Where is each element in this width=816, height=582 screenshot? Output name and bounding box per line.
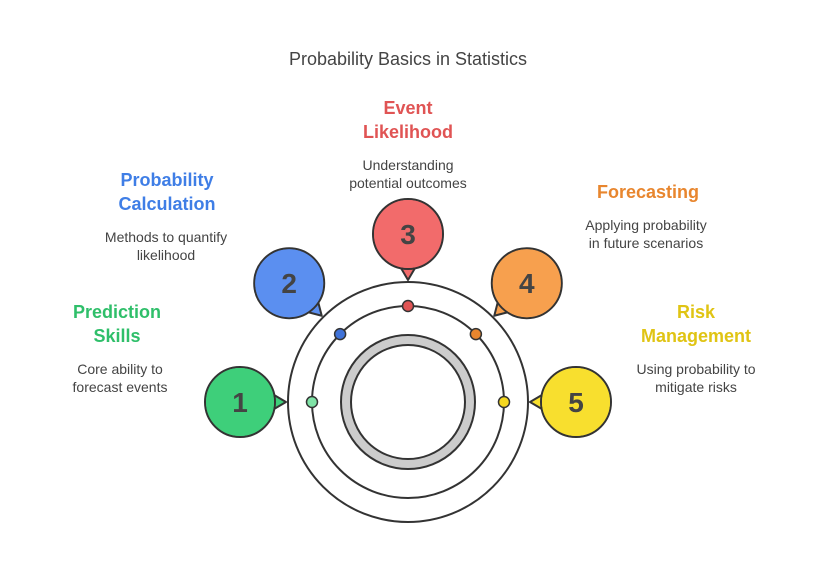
step-3-heading-line: Event [383,98,433,118]
step-5-circle-fill [542,368,610,436]
inner-core [350,344,466,460]
step-3-circle-fill [374,200,442,268]
step-4-description: Applying probability in future scenarios [566,216,726,252]
step-3-bubble: 3 [372,198,444,281]
step-3-desc-line: potential outcomes [349,175,467,191]
step-5-desc-line: mitigate risks [655,379,737,395]
step-2-heading-line: Calculation [118,194,216,214]
step-2-number: 2 [281,268,297,299]
step-5-heading-line: Risk [676,302,716,322]
step-2-desc-line: likelihood [136,247,196,263]
step-5-description: Using probability to mitigate risks [614,360,778,396]
step-1-bubble: 1 [204,366,287,438]
step-1-desc-line: forecast events [72,379,168,395]
step-5-bubble: 5 [529,366,612,438]
step-4-number: 4 [519,268,535,299]
step-1-heading-line: Prediction [72,302,161,322]
step-5-desc-line: Using probability to [636,361,756,377]
step-4-desc-line: Applying probability [585,217,707,233]
step-1-ring-dot [305,395,319,409]
step-3-description: Understanding potential outcomes [328,156,488,192]
step-2-heading: Probability Calculation [97,168,237,216]
step-3-heading-line: Likelihood [363,122,453,142]
step-3-heading: Event Likelihood [338,96,478,144]
step-3-ring-dot [401,299,415,313]
step-5-heading-line: Management [640,326,752,346]
step-1-heading-line: Skills [93,326,141,346]
step-2-desc-line: Methods to quantify [104,229,228,245]
step-1-heading: Prediction Skills [57,300,177,348]
step-5-ring-dot [497,395,511,409]
step-4-heading: Forecasting [573,180,723,204]
diagram-title: Probability Basics in Statistics [288,49,528,69]
step-5-number: 5 [568,387,584,418]
step-4-desc-line: in future scenarios [588,235,704,251]
step-2-circle-fill [255,249,324,318]
step-1-number: 1 [232,387,248,418]
step-1-circle-fill [206,368,274,436]
step-4-bubble: 4 [490,247,563,320]
step-2-heading-line: Probability [120,170,214,190]
step-2-description: Methods to quantify likelihood [86,228,246,264]
step-3-desc-line: Understanding [362,157,454,173]
step-2-ring-dot [333,327,347,341]
step-1-description: Core ability to forecast events [50,360,190,396]
step-4-ring-dot [469,327,483,341]
step-2-bubble: 2 [253,247,326,320]
step-5-heading: Risk Management [626,300,766,348]
step-3-number: 3 [400,219,416,250]
step-1-desc-line: Core ability to [77,361,163,377]
step-4-heading-line: Forecasting [596,182,700,202]
step-4-circle-fill [492,249,561,318]
